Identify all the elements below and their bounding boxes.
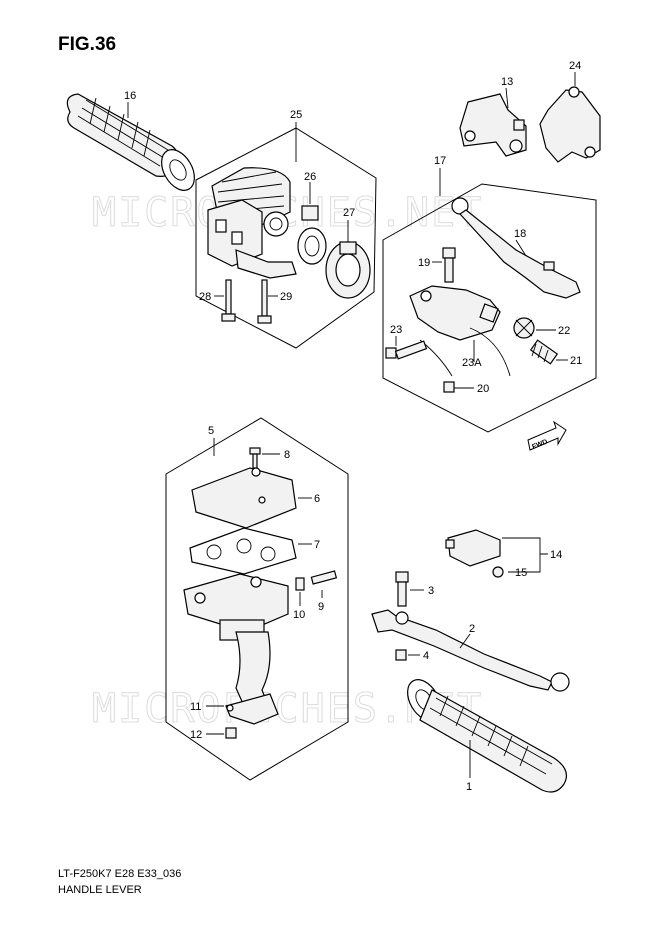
- cover-24: [539, 86, 601, 163]
- callout-21: 21: [570, 355, 582, 367]
- callout-12: 12: [190, 729, 202, 741]
- callout-24: 24: [569, 60, 581, 72]
- callout-16: 16: [124, 90, 136, 102]
- clutch-lever-2: [371, 609, 570, 692]
- plate-11: [225, 693, 279, 725]
- figure-title: FIG.36: [58, 34, 117, 55]
- lever-housing: [183, 573, 289, 707]
- screw-9: [310, 570, 338, 585]
- screw-8: [249, 447, 261, 469]
- callout-15: 15: [515, 567, 527, 579]
- group-box-17: [382, 183, 597, 433]
- callout-28: 28: [199, 291, 211, 303]
- screw-12: [225, 727, 237, 739]
- collar-27: [325, 241, 371, 299]
- callout-8: 8: [284, 449, 290, 461]
- callout-23a: 23A: [462, 357, 482, 369]
- group-box-5: [165, 417, 349, 781]
- callout-22: 22: [558, 325, 570, 337]
- bolt-23: [385, 340, 428, 360]
- callout-19: 19: [418, 257, 430, 269]
- callout-5: 5: [208, 425, 214, 437]
- callout-13: 13: [501, 76, 513, 88]
- callout-6: 6: [314, 493, 320, 505]
- section-name: HANDLE LEVER: [58, 884, 142, 896]
- gasket-7: [189, 527, 297, 575]
- grip-16: [66, 93, 195, 191]
- screw-15: [492, 566, 504, 578]
- sleeve-26: [297, 205, 327, 265]
- nut-20: [443, 381, 455, 393]
- callout-29: 29: [280, 291, 292, 303]
- callout-23: 23: [390, 324, 402, 336]
- pivot-bolt-19: [442, 247, 456, 283]
- lever-bracket: [409, 285, 511, 377]
- callout-3: 3: [428, 585, 434, 597]
- callout-2: 2: [469, 623, 475, 635]
- callout-18: 18: [514, 228, 526, 240]
- callout-25: 25: [290, 109, 302, 121]
- cover-6: [191, 467, 297, 529]
- callout-27: 27: [343, 207, 355, 219]
- grip-1: [407, 679, 567, 793]
- switch-housing-25: [207, 167, 297, 279]
- callout-1: 1: [466, 781, 472, 793]
- callout-11: 11: [190, 701, 201, 713]
- nut-4: [395, 649, 407, 661]
- screw-28: [221, 279, 236, 322]
- callout-14: 14: [550, 549, 562, 561]
- switch-14: [445, 529, 501, 567]
- callout-7: 7: [314, 539, 320, 551]
- callout-26: 26: [304, 171, 316, 183]
- bolt-3: [395, 571, 409, 607]
- fwd-arrow-icon: FWD: [527, 420, 567, 451]
- callout-17: 17: [434, 155, 446, 167]
- callout-20: 20: [477, 383, 489, 395]
- model-code: LT-F250K7 E28 E33_036: [58, 868, 182, 880]
- bracket-13: [459, 93, 527, 157]
- spring-21: [529, 339, 559, 365]
- callout-4: 4: [423, 650, 429, 662]
- callout-9: 9: [318, 601, 324, 613]
- lever-18: [451, 197, 581, 299]
- callout-10: 10: [293, 609, 305, 621]
- adjuster-22: [513, 317, 535, 339]
- washer-10: [295, 577, 305, 591]
- screw-29: [257, 279, 272, 324]
